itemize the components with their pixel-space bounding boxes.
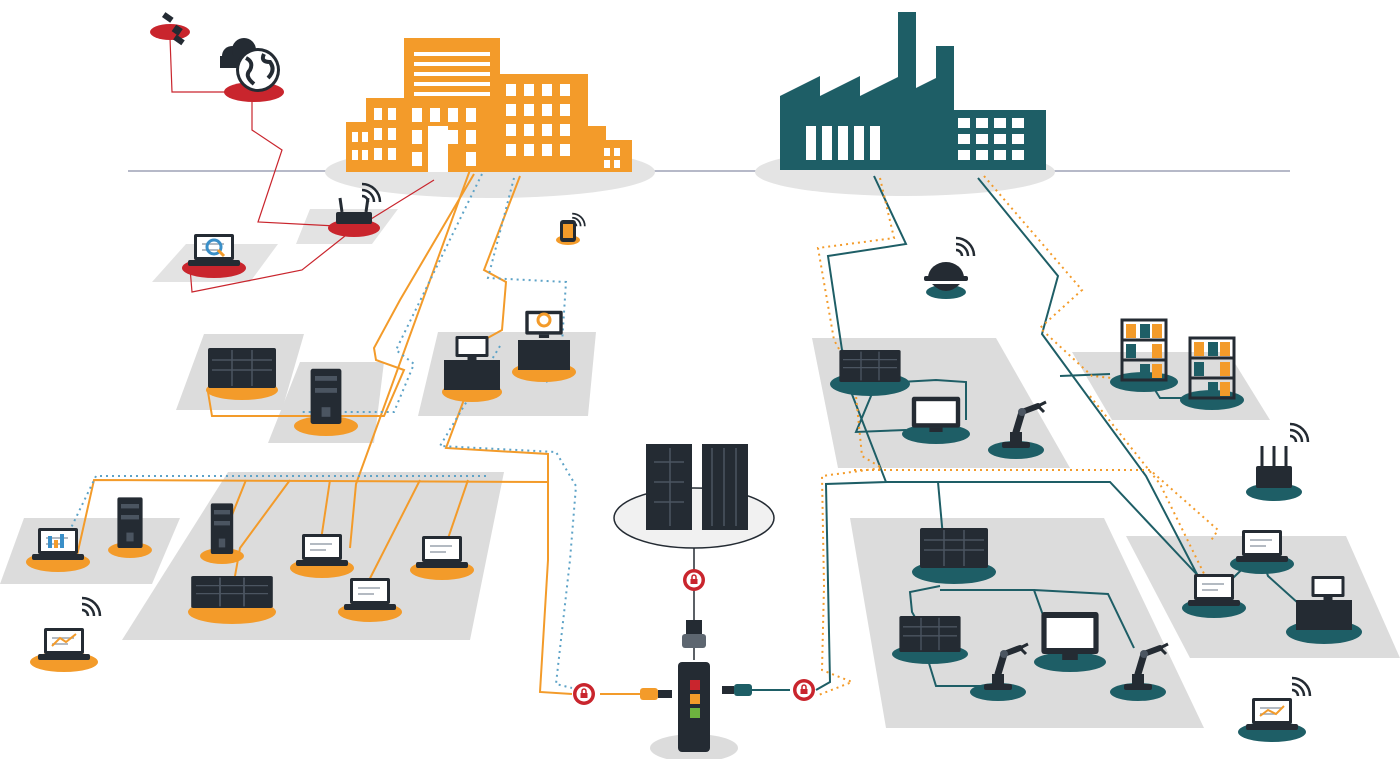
office-building-icon — [346, 38, 632, 172]
smartphone-icon — [556, 212, 586, 245]
it-links-solid — [39, 169, 640, 695]
internet-links — [169, 37, 435, 293]
status-light — [690, 694, 700, 704]
lock-icon — [572, 682, 596, 706]
ethernet-plug-icon — [722, 684, 752, 696]
server-rack-icon — [200, 503, 244, 564]
server-rack-icon — [188, 575, 276, 624]
hmi-panel-icon — [1034, 612, 1106, 672]
ethernet-plug-icon — [682, 620, 706, 648]
warehouse-shelf-icon — [1110, 318, 1178, 392]
laptop-icon — [1238, 676, 1312, 742]
server-rack-icon — [646, 444, 748, 530]
laptop-icon — [410, 535, 474, 580]
warehouse-shelf-icon — [1180, 336, 1244, 410]
plc-controller-icon — [1286, 576, 1362, 644]
laptop-icon — [30, 596, 102, 672]
status-light — [690, 680, 700, 690]
robot-arm-icon — [970, 644, 1028, 701]
laptop-icon — [26, 527, 90, 572]
laptop-icon — [182, 233, 246, 278]
status-light — [690, 708, 700, 718]
laptop-icon — [290, 533, 354, 578]
wifi-router-icon — [328, 182, 382, 237]
plc-controller-icon — [912, 527, 996, 584]
server-rack-icon — [206, 347, 278, 400]
ethernet-plug-icon — [640, 688, 672, 700]
lock-icon — [682, 568, 706, 592]
laptop-icon — [338, 577, 402, 622]
cloud-globe-icon — [220, 38, 284, 102]
robot-arm-icon — [1110, 644, 1168, 701]
server-rack-icon — [108, 497, 152, 558]
firewall-gateway-icon — [678, 662, 710, 752]
plc-controller-icon — [892, 615, 968, 664]
laptop-icon — [1230, 529, 1294, 574]
factory-icon — [780, 12, 1046, 170]
ot-links-dotted — [815, 175, 1220, 697]
plc-controller-icon — [830, 349, 910, 396]
satellite-icon — [150, 12, 190, 46]
robot-arm-icon — [988, 402, 1046, 459]
hmi-panel-icon — [902, 396, 970, 444]
lock-icon — [792, 678, 816, 702]
plc-controller-icon — [442, 336, 502, 402]
server-rack-icon — [294, 368, 358, 436]
wifi-router-icon — [1246, 422, 1310, 501]
hard-hat-worker-icon — [924, 236, 976, 299]
laptop-icon — [1182, 573, 1246, 618]
it-links-dotted — [33, 173, 578, 689]
plc-controller-icon — [512, 310, 576, 382]
